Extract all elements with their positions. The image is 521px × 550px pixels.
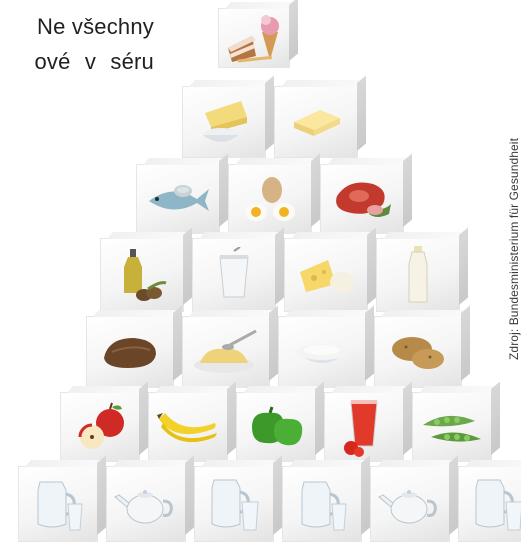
pyramid-cube bbox=[274, 86, 358, 158]
pyramid-cube bbox=[100, 238, 184, 312]
pyramid-cube bbox=[374, 316, 462, 388]
pyramid-cube bbox=[370, 466, 450, 542]
pyramid-cube bbox=[218, 8, 290, 68]
pyramid-cube bbox=[60, 392, 140, 462]
pyramid-cube bbox=[86, 316, 174, 388]
source-credit: Zdroj: Bundesministerium für Gesundheit bbox=[507, 138, 521, 360]
pyramid-cube bbox=[324, 392, 404, 462]
pyramid-cube bbox=[148, 392, 228, 462]
intro-text-line-2: ové v séru bbox=[35, 49, 155, 75]
pyramid-cube bbox=[284, 238, 368, 312]
pyramid-cube bbox=[194, 466, 274, 542]
pyramid-cube bbox=[18, 466, 98, 542]
pyramid-cube bbox=[192, 238, 276, 312]
pyramid-cube bbox=[412, 392, 492, 462]
pyramid-cube bbox=[282, 466, 362, 542]
pyramid-cube bbox=[182, 316, 270, 388]
pyramid-cube bbox=[228, 164, 312, 234]
pyramid-cube bbox=[106, 466, 186, 542]
pyramid-cube bbox=[458, 466, 521, 542]
pyramid-cube bbox=[182, 86, 266, 158]
pyramid-cube bbox=[136, 164, 220, 234]
pyramid-cube bbox=[376, 238, 460, 312]
pyramid-cube bbox=[236, 392, 316, 462]
pyramid-cube bbox=[320, 164, 404, 234]
pyramid-cube bbox=[278, 316, 366, 388]
intro-text-line-1: Ne všechny bbox=[37, 14, 154, 40]
